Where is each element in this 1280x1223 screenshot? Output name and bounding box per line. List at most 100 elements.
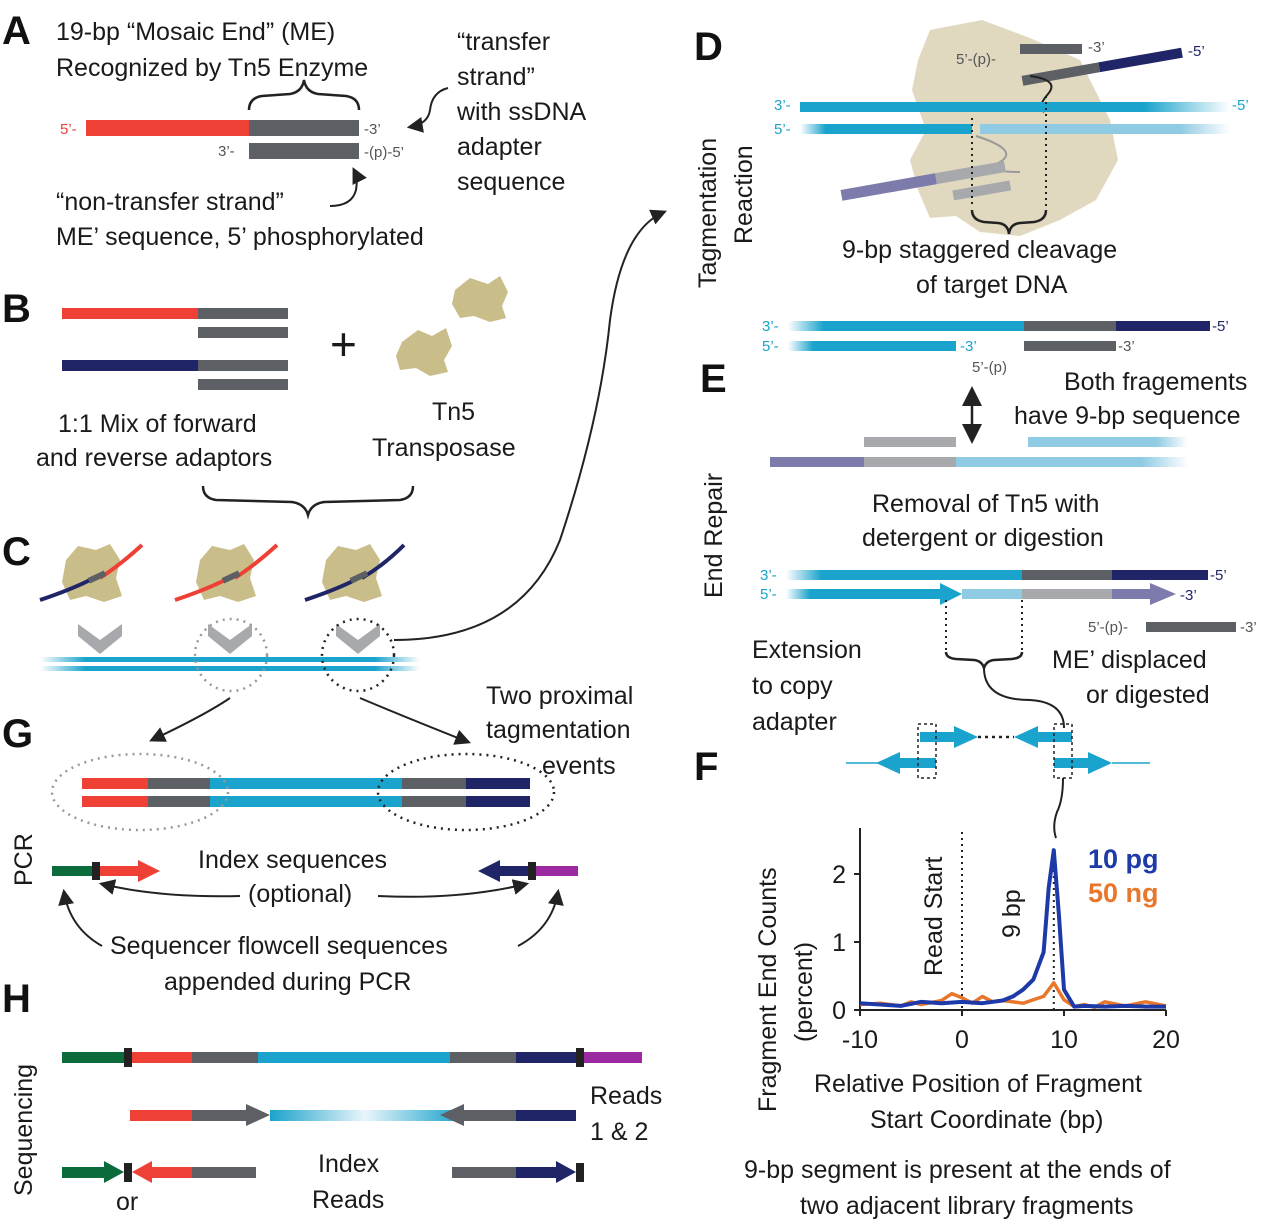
legend-entry: 50 ng <box>1088 878 1159 908</box>
panel-label-g: G <box>2 712 33 756</box>
panel-label-e: E <box>700 357 727 401</box>
c-down-arrow-3 <box>336 624 380 654</box>
c-transposome-3 <box>304 543 406 602</box>
d-end-5a: -5’ <box>1188 43 1205 60</box>
x-tick-label: 20 <box>1152 1026 1180 1054</box>
h-index-read-left <box>62 1161 256 1183</box>
h-index-line1: Index <box>318 1150 380 1178</box>
e-cyan-9bp <box>1028 437 1188 447</box>
d-nontransfer-adapter <box>840 161 1012 201</box>
b-fwd-red <box>62 308 198 319</box>
panel-label-f: F <box>694 745 718 789</box>
panel-label-d: D <box>694 25 723 69</box>
e-repaired-strands <box>786 570 1208 605</box>
d-end-p: 5’-(p)- <box>956 51 996 68</box>
y-tick-label: 0 <box>832 997 846 1025</box>
b-tn5-blob-2 <box>396 328 452 376</box>
d-stagger-line1: 9-bp staggered cleavage <box>842 236 1117 264</box>
d-r-3a: 3’- <box>762 318 779 335</box>
chart-ylabel: Fragment End Counts (percent) <box>754 867 818 1112</box>
f-fragment-diagram <box>846 723 1150 839</box>
a-me-top <box>249 120 359 136</box>
c-down-arrow-2 <box>208 624 252 654</box>
svg-text:events: events <box>542 752 616 780</box>
d-adapter-grey-top <box>1020 44 1082 54</box>
g-ellipse-black <box>376 752 556 832</box>
d-r-3b: -3’ <box>960 338 977 355</box>
panel-label-h: H <box>2 977 31 1021</box>
h-library-fragment <box>62 1048 642 1067</box>
annotation-read-start: Read Start <box>920 856 948 976</box>
panel-label-b: B <box>2 287 31 331</box>
a-nontransfer-line1: “non-transfer strand” <box>56 188 284 216</box>
e-s-5a: -5’ <box>1210 567 1227 584</box>
caption-line1: 9-bp segment is present at the ends of <box>744 1156 1171 1184</box>
h-index-read-right <box>452 1161 584 1183</box>
svg-text:sequence: sequence <box>457 168 565 196</box>
e-side-end-repair: End Repair <box>700 473 728 598</box>
c-to-d-arrow <box>393 209 667 641</box>
e-brace <box>944 651 1024 673</box>
d-end-3b: 3’- <box>774 97 791 114</box>
x-tick-label: -10 <box>842 1026 878 1054</box>
b-fwd-grey <box>198 308 288 319</box>
panel-label-c: C <box>2 530 31 574</box>
c-to-g-arrow-left <box>149 697 231 742</box>
svg-text:ME’ displaced: ME’ displaced <box>1052 646 1207 674</box>
c-transposome-2 <box>174 543 279 602</box>
d-end-5c: -5’ <box>1232 97 1249 114</box>
e-combined-strand <box>770 457 1188 467</box>
e-s-5b: 5’- <box>760 586 777 603</box>
e-s-3c: -3’ <box>1240 619 1257 636</box>
d-end-3a: -3’ <box>1088 39 1105 56</box>
d-target-bottom-left <box>800 124 972 134</box>
x-tick-label: 10 <box>1050 1026 1078 1054</box>
a-me-bottom <box>249 143 359 159</box>
c-target-dna-bottom <box>40 666 420 671</box>
d-side-tagmentation: Tagmentation <box>694 138 722 288</box>
d-stagger-brace <box>970 209 1048 235</box>
h-reads-1-2 <box>130 1104 576 1126</box>
e-grey-9bp <box>864 437 956 447</box>
e-both-line2: have 9-bp sequence <box>1014 402 1241 430</box>
b-mix-line1: 1:1 Mix of forward <box>58 410 257 438</box>
g-fragment-top <box>82 778 530 789</box>
d-target-bottom-right <box>980 124 1230 134</box>
fragment-end-chart: Fragment End Counts (percent) Relative P… <box>754 828 1180 1134</box>
a-title-line2: Recognized by Tn5 Enzyme <box>56 54 368 82</box>
h-reads-line2: 1 & 2 <box>590 1118 648 1146</box>
h-or: or <box>116 1188 138 1216</box>
a-brace <box>247 79 361 111</box>
g-index-line2: (optional) <box>248 880 352 908</box>
d-end-5b: 5’- <box>774 121 791 138</box>
d-r-3c: -3’ <box>1118 338 1135 355</box>
a-end-p5: -(p)-5’ <box>364 144 404 161</box>
chart-ylabel-line1: Fragment End Counts <box>754 867 782 1112</box>
b-fwd-grey2 <box>198 327 288 338</box>
c-down-arrow-1 <box>78 624 122 654</box>
c-circle-black <box>320 617 396 693</box>
caption-line2: two adjacent library fragments <box>800 1192 1133 1220</box>
g-index-arrow-right <box>377 879 530 898</box>
b-mix-line2: and reverse adaptors <box>36 444 272 472</box>
e-s-3a: 3’- <box>760 567 777 584</box>
d-transfer-adapter <box>1021 47 1183 86</box>
b-rev-grey <box>198 360 288 371</box>
g-pcr-side: PCR <box>10 833 38 886</box>
legend-entry: 10 pg <box>1088 844 1159 874</box>
svg-text:strand”: strand” <box>457 63 535 91</box>
a-end-3-top: -3’ <box>364 121 381 138</box>
g-index-arrow-left <box>98 879 241 898</box>
h-sequencing-side: Sequencing <box>10 1064 38 1196</box>
b-plus: + <box>330 318 357 370</box>
series-line-10-pg <box>859 848 1166 1009</box>
d-target-top <box>800 102 1230 112</box>
d-r-5a: -5’ <box>1212 318 1229 335</box>
b-rev-grey2 <box>198 379 288 390</box>
chart-xlabel-line1: Relative Position of Fragment <box>814 1070 1142 1098</box>
y-tick-label: 2 <box>832 861 846 889</box>
y-tick-label: 1 <box>832 929 846 957</box>
h-index-line2: Reads <box>312 1186 384 1214</box>
